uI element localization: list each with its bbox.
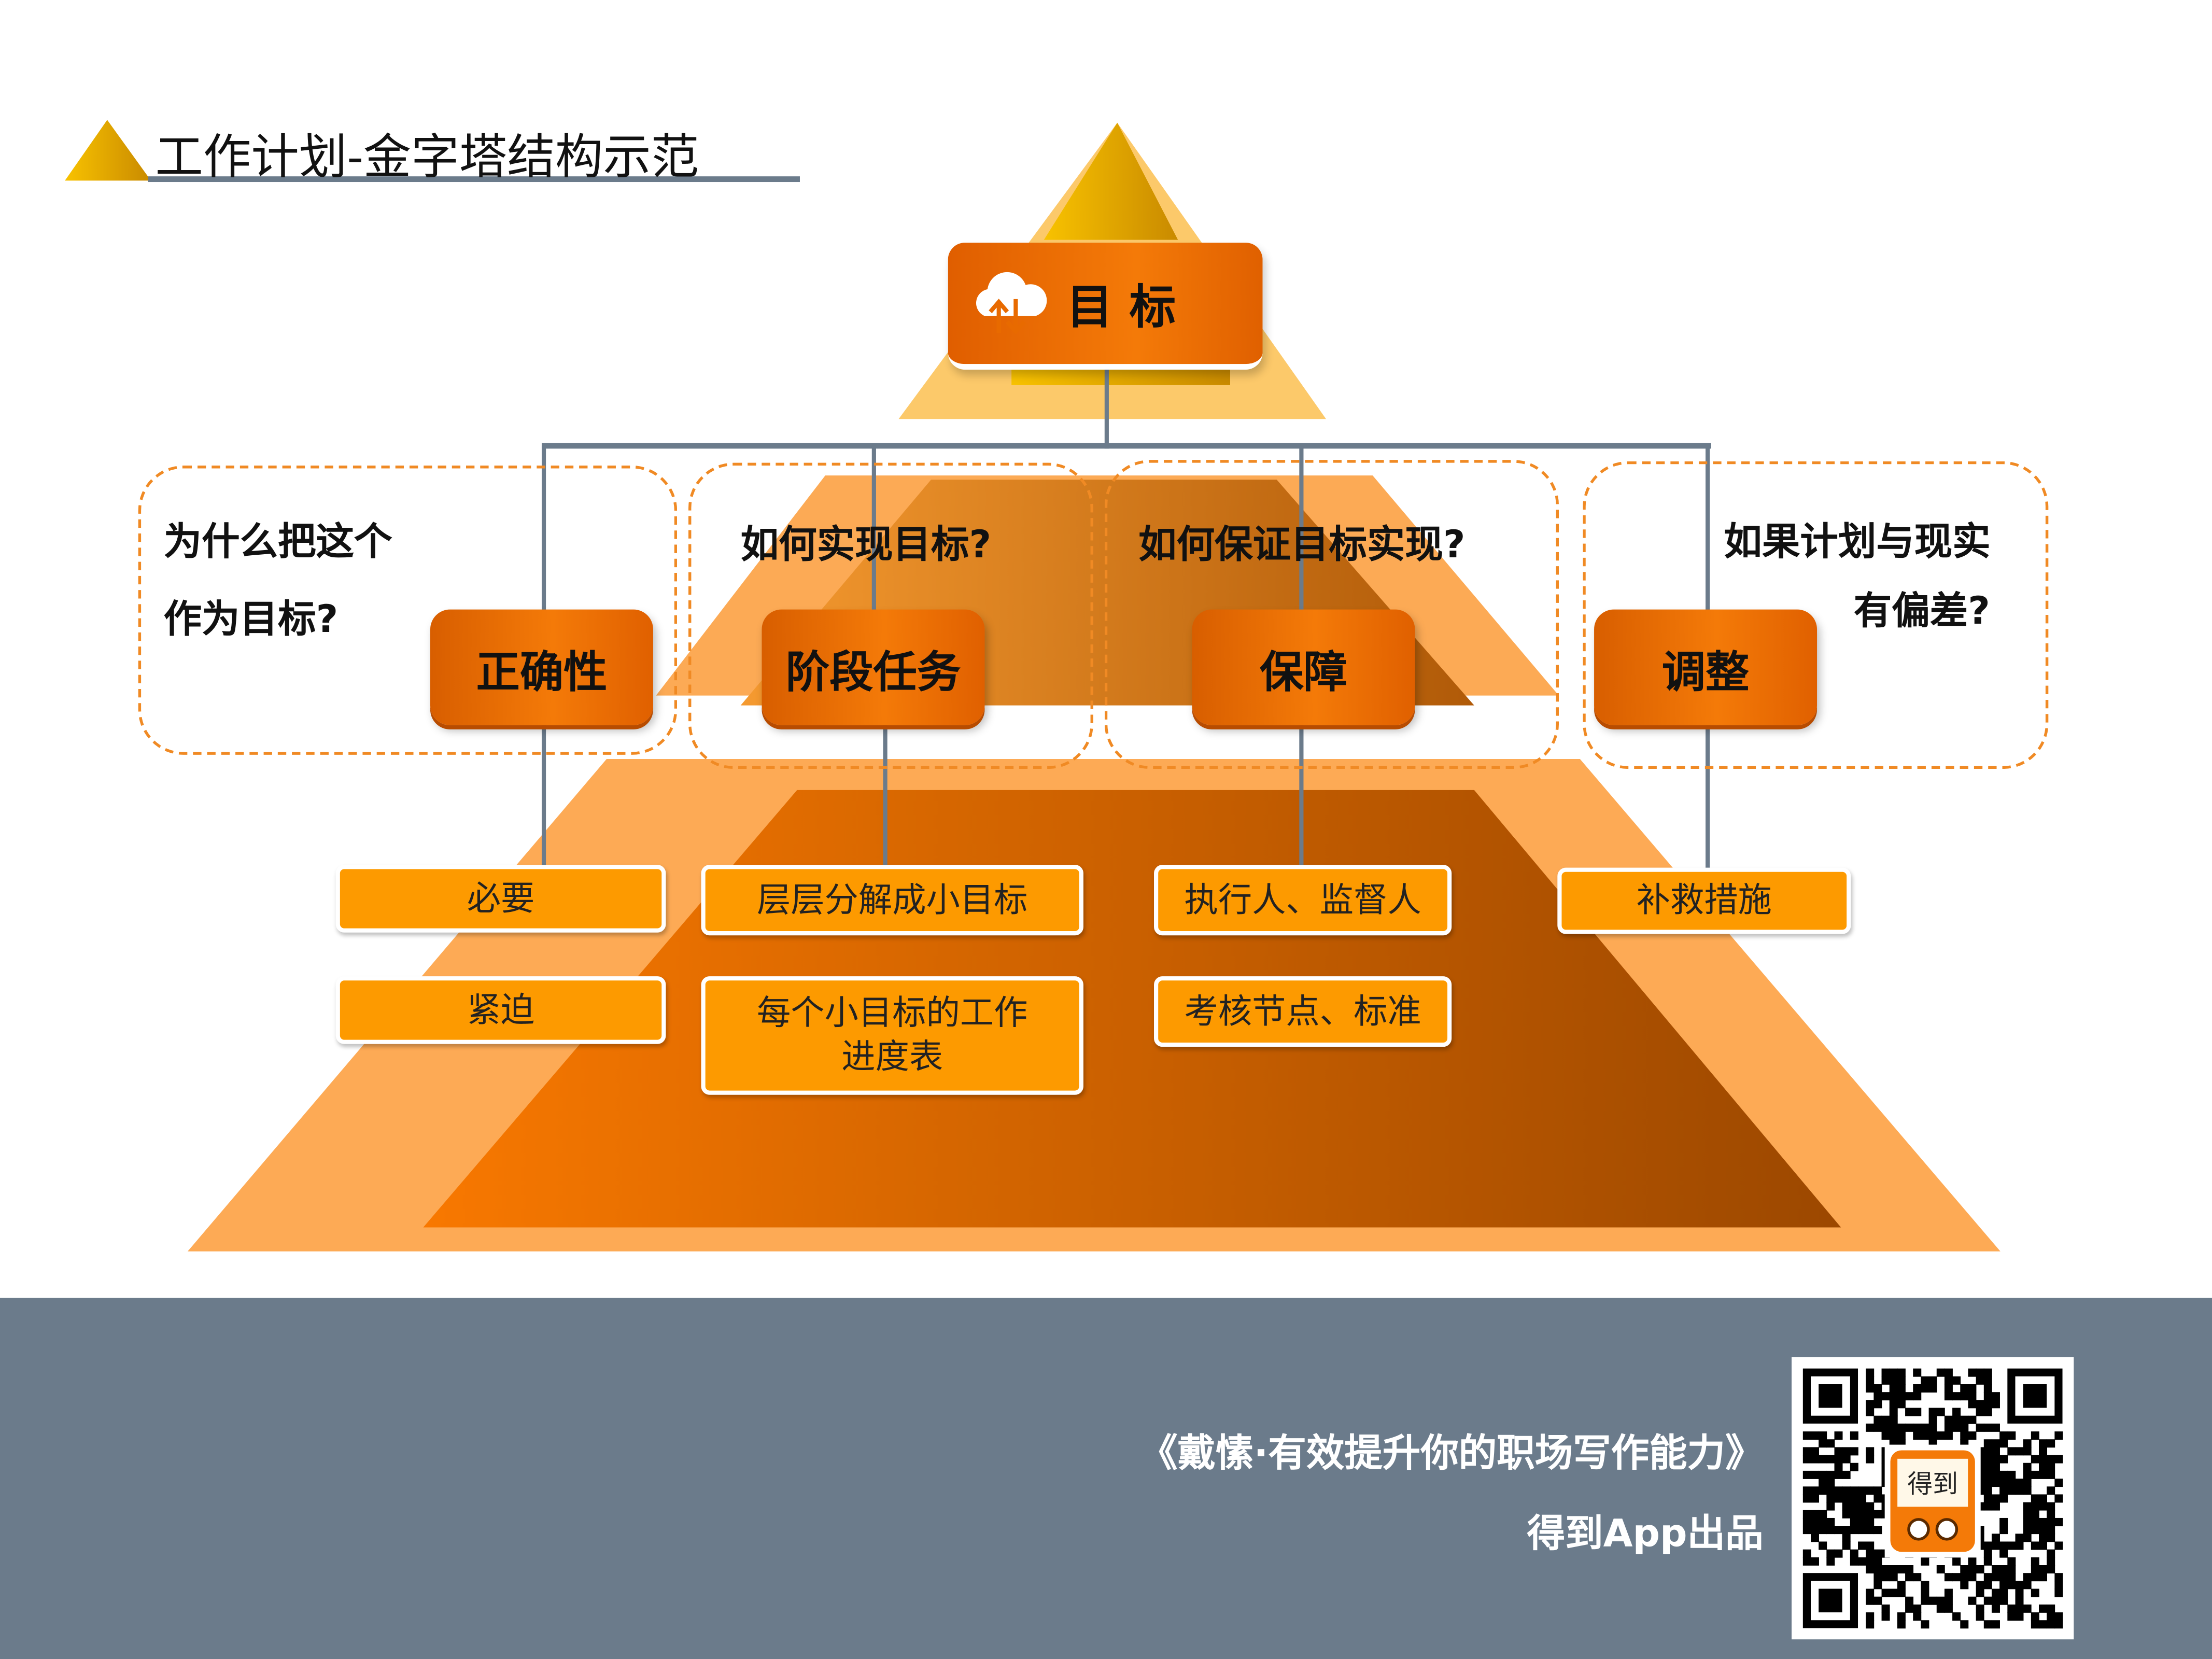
owl-eye-icon: [1907, 1518, 1930, 1541]
qr-code[interactable]: 得到: [1792, 1357, 2074, 1640]
connector-horizontal: [541, 443, 1711, 449]
publisher-label: 得到App出品: [1527, 1512, 1764, 1556]
group-why: [138, 466, 678, 755]
leaf-necessary: 必要: [335, 865, 666, 933]
page-title: 工作计划-金字塔结构示范: [155, 130, 699, 187]
leaf-decompose: 层层分解成小目标: [701, 865, 1083, 936]
leaf-remedy: 补救措施: [1557, 867, 1851, 934]
category-correctness: 正确性: [430, 609, 653, 725]
title-underline: [148, 176, 800, 182]
pyramid-top-gold: [1044, 122, 1178, 240]
leaf-progress-line-2: 进度表: [841, 1037, 943, 1077]
category-assurance: 保障: [1192, 609, 1415, 725]
title-triangle: [65, 120, 151, 181]
footer: 《戴愫·有效提升你的职场写作能力》 得到App出品 得到: [0, 1298, 2212, 1659]
question-ensure: 如何保证目标实现?: [1138, 523, 1466, 567]
question-achieve: 如何实现目标?: [740, 523, 992, 567]
question-deviation-1: 如果计划与现实: [1724, 521, 1991, 565]
connector-cat-2: [871, 445, 876, 615]
group-ensure: [1104, 460, 1559, 769]
course-title: 《戴愫·有效提升你的职场写作能力》: [1139, 1432, 1764, 1476]
leaf-progress-schedule: 每个小目标的工作 进度表: [701, 976, 1083, 1095]
group-achieve: [688, 462, 1094, 769]
leaf-progress-line-1: 每个小目标的工作: [756, 993, 1028, 1033]
group-adjust: [1583, 461, 2049, 769]
question-deviation-2: 有偏差?: [1853, 589, 1990, 634]
cloud-upload-download-icon: [976, 272, 1047, 335]
category-adjustment: 调整: [1594, 609, 1817, 725]
connector-cat-2b: [883, 722, 887, 866]
goal-label: 目 标: [1066, 279, 1176, 334]
leaf-checkpoints: 考核节点、标准: [1154, 976, 1452, 1047]
qr-logo-text: 得到: [1907, 1469, 1958, 1499]
category-stage-tasks: 阶段任务: [762, 609, 985, 725]
connector-goal: [1104, 364, 1109, 449]
leaf-executor: 执行人、监督人: [1154, 865, 1452, 936]
question-why-2: 作为目标?: [163, 598, 339, 642]
leaf-urgent: 紧迫: [335, 976, 666, 1044]
goal-box: 目 标: [948, 243, 1263, 370]
question-why-1: 为什么把这个: [163, 521, 392, 565]
owl-eye-icon: [1935, 1518, 1959, 1541]
